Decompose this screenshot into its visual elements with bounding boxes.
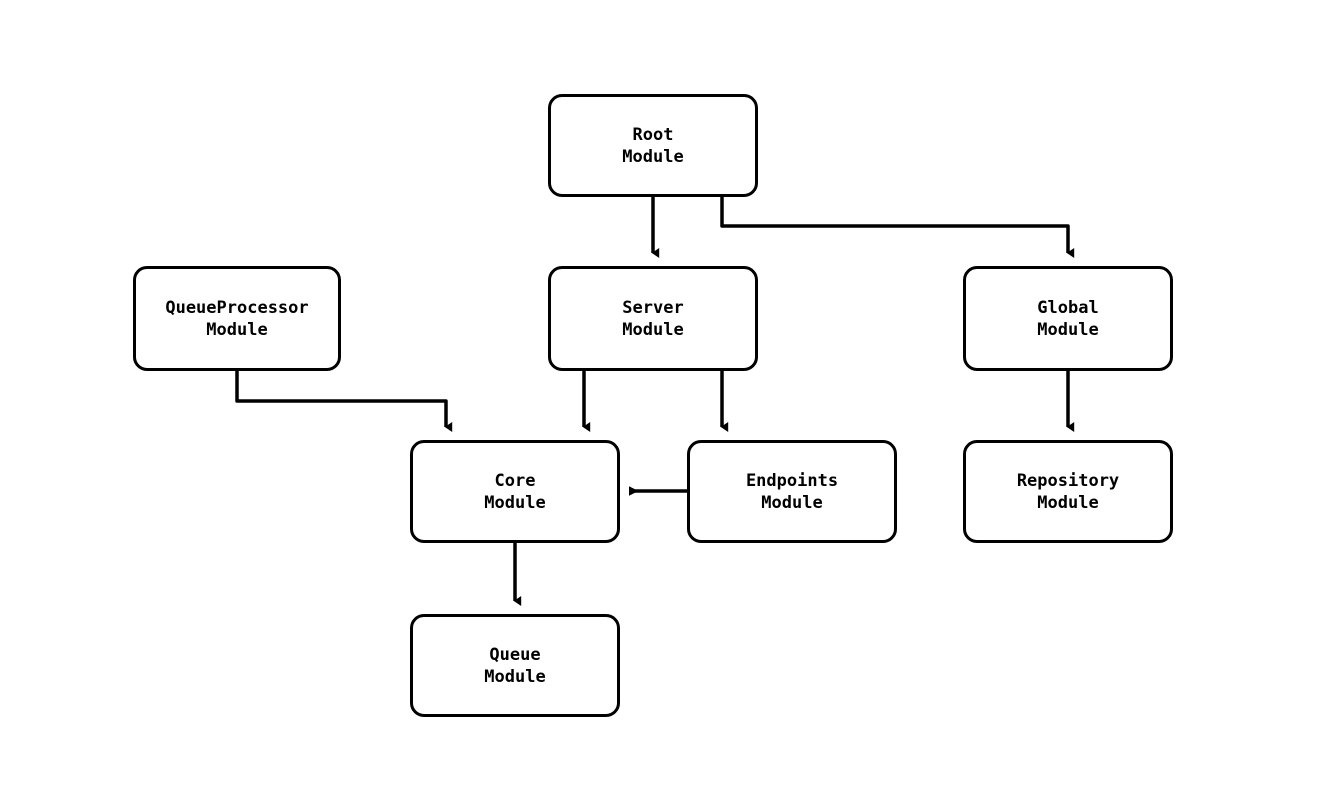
- node-repository-module-label: Repository Module: [1016, 470, 1120, 513]
- node-server-module-label: Server Module: [622, 297, 684, 340]
- node-core-module-label: Core Module: [484, 470, 546, 513]
- node-global-module-label: Global Module: [1037, 297, 1099, 340]
- node-queue-module-label: Queue Module: [484, 644, 546, 687]
- node-endpoints-module[interactable]: Endpoints Module: [687, 440, 897, 543]
- edge-root-to-global: [720, 197, 1075, 258]
- node-root-module-label: Root Module: [622, 124, 684, 167]
- node-queueprocessor-module-label: QueueProcessor Module: [165, 297, 309, 340]
- node-queue-module[interactable]: Queue Module: [410, 614, 620, 717]
- node-global-module[interactable]: Global Module: [963, 266, 1173, 371]
- node-root-module[interactable]: Root Module: [548, 94, 758, 197]
- node-repository-module[interactable]: Repository Module: [963, 440, 1173, 543]
- node-queueprocessor-module[interactable]: QueueProcessor Module: [133, 266, 341, 371]
- node-endpoints-module-label: Endpoints Module: [745, 470, 839, 513]
- edge-queueprocessor-to-core: [235, 371, 453, 432]
- node-server-module[interactable]: Server Module: [548, 266, 758, 371]
- node-core-module[interactable]: Core Module: [410, 440, 620, 543]
